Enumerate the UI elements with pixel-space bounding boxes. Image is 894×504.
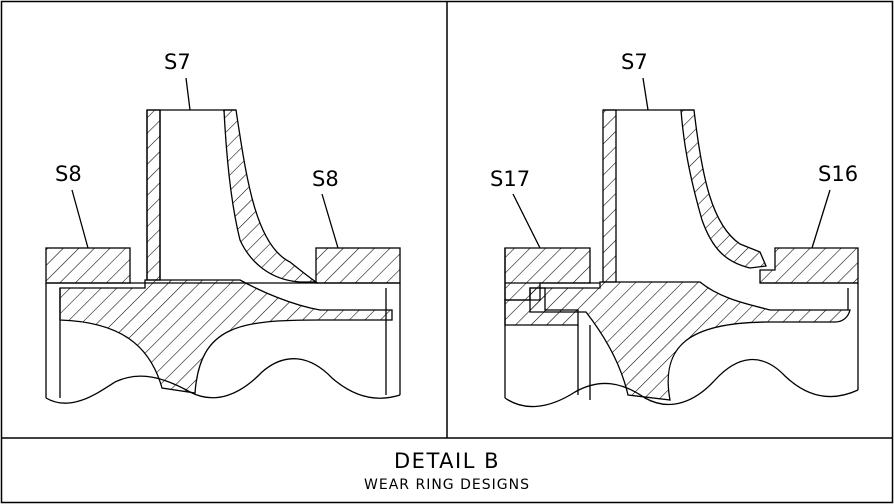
- left-impeller-vane-left: [146, 109, 161, 281]
- right-impeller-label: S7: [621, 50, 648, 74]
- right-wear-ring-left-label: S17: [490, 167, 530, 191]
- left-break-line: [45, 358, 401, 404]
- caption-block: DETAIL B WEAR RING DESIGNS: [364, 449, 530, 493]
- left-s8-right-leader: [321, 193, 339, 249]
- left-impeller-hub-section: [59, 279, 393, 394]
- left-casing-outline: [45, 282, 401, 398]
- right-impeller-hub-section: [529, 281, 851, 401]
- right-s16-leader: [811, 189, 831, 249]
- right-panel: S7 S17 S16: [490, 50, 859, 408]
- left-s8-left-leader: [71, 189, 89, 249]
- left-panel: S7 S8 S8: [45, 50, 401, 404]
- right-casing-outline: [504, 248, 859, 400]
- right-break-line: [504, 358, 859, 408]
- left-s7-leader: [185, 77, 191, 111]
- caption-title: DETAIL B: [394, 449, 500, 473]
- left-wear-ring-left-label: S8: [55, 162, 82, 186]
- left-wear-ring-s8-right: [315, 247, 401, 284]
- right-impeller-vane-right: [680, 109, 767, 269]
- right-s7-leader: [642, 77, 649, 111]
- right-s17-leader: [512, 193, 541, 249]
- left-impeller-label: S7: [164, 50, 191, 74]
- right-impeller-vane-left: [602, 109, 617, 283]
- caption-subtitle: WEAR RING DESIGNS: [364, 477, 530, 493]
- left-wear-ring-s8-left: [45, 247, 131, 284]
- right-casing-ring-left: [504, 287, 579, 326]
- right-wear-ring-right-label: S16: [818, 162, 858, 186]
- right-wear-ring-s16: [759, 247, 859, 284]
- left-wear-ring-right-label: S8: [312, 167, 339, 191]
- left-impeller-vane-right: [223, 109, 319, 283]
- left-impeller-outline: [146, 109, 236, 280]
